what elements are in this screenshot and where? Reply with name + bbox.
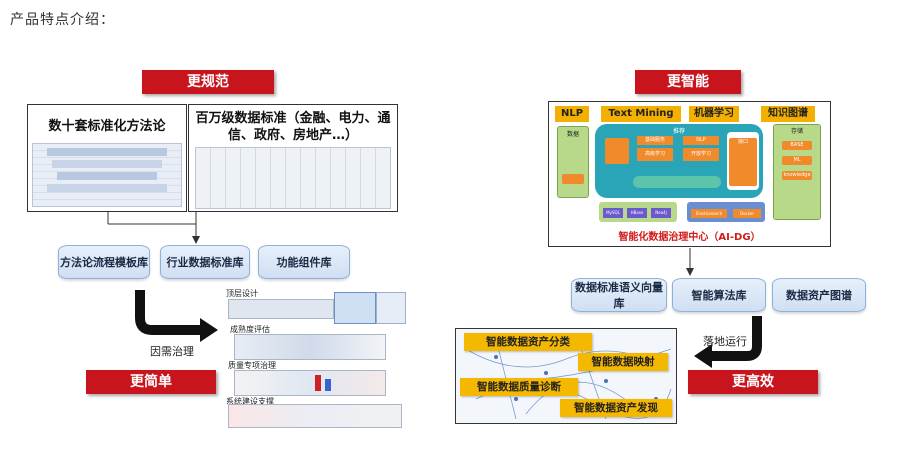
methodology-box: 数十套标准化方法论 <box>27 104 187 212</box>
standards-thumbnail <box>195 147 391 209</box>
lib-components: 功能组件库 <box>258 245 350 279</box>
engine-panel: Elasticsearch Docker <box>687 202 765 222</box>
feature-data-mapping: 智能数据映射 <box>578 353 668 371</box>
feature-quality-diagnosis: 智能数据质量诊断 <box>460 378 578 396</box>
core-item-advanced: 高级学习 <box>637 148 673 161</box>
feature-asset-discovery: 智能数据资产发现 <box>560 399 672 417</box>
tag-more-standard: 更规范 <box>142 70 274 94</box>
stack-label-maturity: 成熟度评估 <box>230 325 270 334</box>
stack-label-system: 系统建设支撑 <box>226 397 274 406</box>
standards-box: 百万级数据标准（金融、电力、通信、政府、房地产…） <box>188 104 398 212</box>
methodology-thumbnail <box>32 143 182 207</box>
db-item-hbase: HBase <box>627 208 647 218</box>
db-panel: MySQL HBase Neo4j <box>599 202 677 222</box>
stack-sheet-4 <box>228 404 402 428</box>
inner-core-label: 推荐 <box>672 128 685 135</box>
inner-core-panel: 推荐 基础服务 NLP 高级学习 开放学习 接口 <box>595 124 763 198</box>
tag-smarter: 更智能 <box>635 70 741 94</box>
ai-dg-center-box: NLP Text Mining 机器学习 知识图谱 数据 推荐 基础服务 NLP… <box>548 101 831 247</box>
lib-industry-standard: 行业数据标准库 <box>160 245 250 279</box>
page-title: 产品特点介绍： <box>10 12 115 28</box>
tab-knowledge-graph: 知识图谱 <box>761 106 815 122</box>
inner-left-label: 数据 <box>566 131 579 138</box>
stack-label-quality: 质量专项治理 <box>228 361 276 370</box>
core-item-open: 开放学习 <box>683 148 719 161</box>
inner-left-panel: 数据 <box>557 126 589 198</box>
core-bottom-bar <box>633 176 721 188</box>
stack-sheet-1c <box>376 292 406 324</box>
inner-right-label: 存储 <box>790 128 803 135</box>
engine-item-docker: Docker <box>733 209 761 218</box>
tab-nlp: NLP <box>555 106 589 122</box>
tag-simpler: 更简单 <box>86 370 216 394</box>
stack-sheet-3 <box>234 370 386 396</box>
feature-graph-box: 智能数据资产分类 智能数据映射 智能数据质量诊断 智能数据资产发现 <box>455 328 677 424</box>
engine-item-es: Elasticsearch <box>691 209 727 218</box>
inner-right-panel: 存储 BASE ML knowledge <box>773 124 821 220</box>
lib-semantic-vector: 数据标准语义向量库 <box>571 278 667 312</box>
ai-dg-center-name: 智能化数据治理中心（AI-DG） <box>618 232 761 243</box>
stack-label-top-design: 顶层设计 <box>226 289 258 298</box>
right-item-knowledge: knowledge <box>782 171 812 180</box>
core-interface: 接口 <box>729 138 757 186</box>
stack-sheet-1b <box>334 292 376 324</box>
core-interface-frame: 接口 <box>727 132 759 190</box>
tab-text-mining: Text Mining <box>601 106 681 122</box>
tag-more-efficient: 更高效 <box>688 370 818 394</box>
methodology-title: 数十套标准化方法论 <box>48 119 166 134</box>
tab-machine-learning: 机器学习 <box>689 106 739 122</box>
core-item-base: 基础服务 <box>637 136 673 145</box>
right-item-base: BASE <box>782 141 812 150</box>
stack-sheet-1 <box>228 299 334 319</box>
db-item-neo4j: Neo4j <box>651 208 671 218</box>
lib-asset-graph: 数据资产图谱 <box>772 278 866 312</box>
document-stack: 顶层设计 成熟度评估 质量专项治理 系统建设支撑 <box>224 288 406 428</box>
core-item-nlp: NLP <box>683 136 719 145</box>
right-item-ml: ML <box>782 156 812 165</box>
standards-title: 百万级数据标准（金融、电力、通信、政府、房地产…） <box>195 111 391 143</box>
inner-left-module <box>562 174 584 184</box>
core-left-block <box>605 138 629 164</box>
arrow-label-landing: 落地运行 <box>703 335 747 348</box>
stack-sheet-2 <box>234 334 386 360</box>
arrow-label-on-demand: 因需治理 <box>150 345 194 358</box>
feature-asset-classification: 智能数据资产分类 <box>464 333 592 351</box>
db-item-mysql: MySQL <box>603 208 623 218</box>
lib-method-template: 方法论流程模板库 <box>58 245 150 279</box>
lib-algorithm: 智能算法库 <box>672 278 766 312</box>
